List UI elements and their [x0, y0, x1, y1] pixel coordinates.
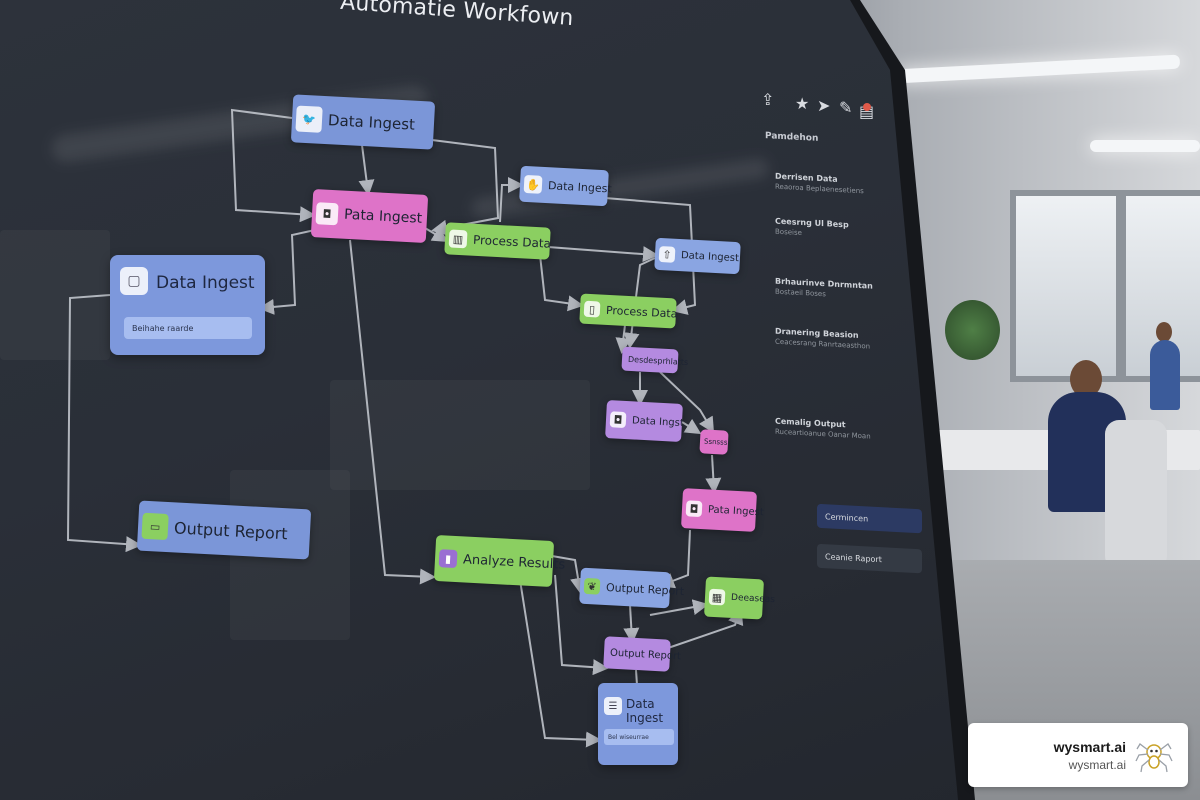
- workflow-node-ssnsss[interactable]: Ssnsss: [699, 429, 729, 455]
- workflow-node-output-report-2[interactable]: Output Report: [603, 636, 681, 672]
- workflow-node-data-ingest[interactable]: 🐦 Data Ingest: [290, 94, 436, 150]
- node-label: Data Ingest: [547, 178, 613, 195]
- screen-reflection: [0, 230, 110, 360]
- brand-watermark: wysmart.ai wysmart.ai: [968, 723, 1188, 787]
- office-plant: [945, 300, 1000, 360]
- office-chair: [1105, 420, 1167, 570]
- leaf-icon: ❦: [583, 577, 601, 595]
- workflow-node-data-ingst[interactable]: ◘ Data Ingst: [605, 400, 685, 442]
- document-icon: ▯: [583, 300, 601, 318]
- node-sublabel: Bel wiseurrae: [604, 729, 674, 745]
- workflow-node-process-data-2[interactable]: ▯ Process Data: [579, 293, 678, 329]
- node-label: Data Ingest: [680, 249, 740, 264]
- node-label: Output Report: [605, 580, 685, 598]
- workflow-node-analyze-results[interactable]: ▮ Analyze Results: [433, 534, 566, 588]
- notification-badge: [863, 103, 871, 111]
- toolbar: ⇪ ★ ➤ ✎ ▤: [755, 90, 885, 121]
- workflow-node-desdesprhlatts[interactable]: Desdesprhlatts: [621, 346, 688, 374]
- node-label: Data Ingest: [327, 111, 416, 134]
- node-label: Data Ingest: [626, 697, 664, 725]
- person-head: [1156, 322, 1172, 342]
- spider-logo-icon: [1135, 743, 1173, 773]
- twitter-icon: 🐦: [295, 105, 323, 133]
- list-icon: ☰: [604, 697, 622, 715]
- brand-name: wysmart.ai: [1053, 739, 1126, 755]
- workflow-node-pata-ingest[interactable]: ◘ Pata Ingest: [310, 189, 429, 243]
- upload-icon: ⇧: [658, 245, 676, 263]
- camera-icon: ◘: [315, 202, 339, 226]
- workflow-node-data-ingest-2[interactable]: ✋ Data Ingest: [519, 165, 613, 207]
- node-label: Desdesprhlatts: [627, 354, 689, 367]
- camera-icon: ◘: [685, 500, 703, 518]
- bar-icon: ▮: [438, 549, 458, 569]
- node-label: Output Report: [173, 517, 289, 543]
- person-head: [1070, 360, 1102, 398]
- node-label: Process Data: [472, 232, 552, 251]
- workflow-node-output-report-3[interactable]: ▭ Output Report: [136, 500, 312, 560]
- camera-icon: ◘: [609, 411, 627, 429]
- node-label: Deeaseas: [730, 592, 776, 606]
- workflow-node-data-ingest-card[interactable]: ▢ Data Ingest Beihahe raarde: [110, 255, 265, 355]
- node-label: Process Data: [605, 303, 678, 321]
- person-body: [1150, 340, 1180, 410]
- send-icon[interactable]: ➤: [817, 96, 831, 115]
- workflow-node-data-ingest-final[interactable]: ☰ Data Ingest Bel wiseurrae: [598, 683, 678, 765]
- hand-icon: ✋: [523, 174, 543, 194]
- node-sublabel: Beihahe raarde: [124, 317, 252, 339]
- brand-url: wysmart.ai: [1068, 758, 1126, 772]
- node-label: Pata Ingest: [707, 503, 765, 518]
- chart-icon: ▥: [448, 229, 468, 249]
- node-label: Analyze Results: [462, 551, 566, 573]
- workflow-node-data-ingest-3[interactable]: ⇧ Data Ingest: [654, 237, 741, 275]
- workflow-node-pata-ingest-2[interactable]: ◘ Pata Ingest: [681, 488, 764, 532]
- workflow-connectors: [66, 108, 744, 748]
- node-label: Pata Ingest: [343, 206, 423, 227]
- workflow-node-deeaseas[interactable]: ▦ Deeaseas: [703, 576, 775, 620]
- workflow-node-process-data[interactable]: ▥ Process Data: [444, 222, 552, 260]
- node-label: Output Report: [609, 647, 682, 662]
- share-icon[interactable]: ⇪: [761, 90, 775, 109]
- chat-icon: ▭: [141, 512, 169, 541]
- ceiling-light: [1090, 140, 1200, 152]
- star-icon[interactable]: ★: [795, 94, 810, 113]
- workflow-node-output-report[interactable]: ❦ Output Report: [579, 567, 684, 609]
- grid-icon: ▦: [708, 588, 726, 606]
- node-label: Data Ingst: [631, 414, 685, 429]
- node-label: Ssnsss: [703, 437, 728, 447]
- edit-icon[interactable]: ✎: [839, 98, 853, 117]
- node-label: Data Ingest: [156, 273, 255, 293]
- office-window: [1010, 190, 1122, 382]
- ceiling-light: [894, 54, 1181, 84]
- window-icon: ▢: [120, 267, 148, 295]
